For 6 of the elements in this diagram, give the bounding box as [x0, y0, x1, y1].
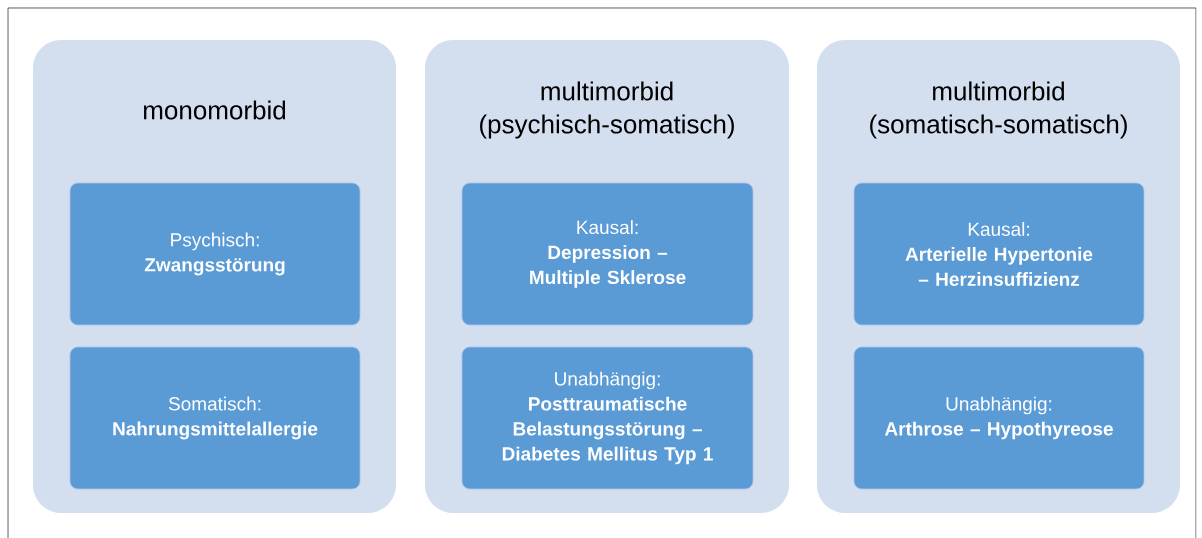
category-box: Kausal: Depression – Multiple Sklerose — [461, 182, 754, 326]
category-box: Unabhängig: Posttraumatische Belastungsstörung – Diabetes Mellitus Typ 1 — [461, 346, 754, 490]
category-box: Kausal: Arterielle Hypertonie – Herzinsuffizienz — [853, 182, 1145, 326]
category-box: Unabhängig: Arthrose – Hypothyreose — [853, 346, 1145, 490]
category-box: Somatisch: Nahrungsmittelallergie — [69, 346, 361, 490]
category-box: Psychisch: Zwangsstörung — [69, 182, 361, 326]
